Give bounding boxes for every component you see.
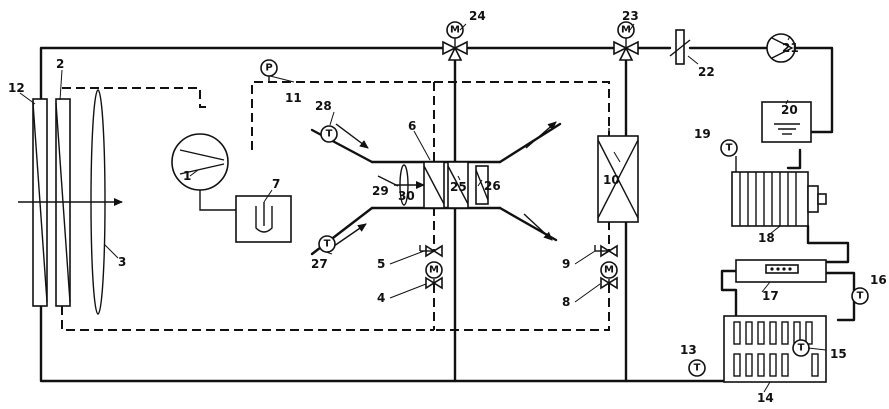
temperature-sensor-16: T <box>851 287 869 305</box>
coolant-loop <box>39 46 856 383</box>
motorized-valve-8: M <box>600 261 618 290</box>
temperature-sensor-27: T <box>318 235 336 253</box>
blower <box>394 164 425 206</box>
label-20: 20 <box>781 103 798 117</box>
motor-symbol-23: M <box>621 25 631 36</box>
label-19: 19 <box>694 127 711 141</box>
label-12: 12 <box>8 81 25 95</box>
controller <box>735 259 827 283</box>
leader-lines <box>19 23 827 393</box>
component-labels: 12 2 3 1 7 11 28 6 29 30 25 26 27 5 4 9 … <box>8 9 887 405</box>
temperature-sensor-28: T <box>320 125 338 143</box>
label-10: 10 <box>603 173 620 187</box>
label-23: 23 <box>622 9 639 23</box>
temperature-symbol-13: T <box>694 363 701 374</box>
label-22: 22 <box>698 65 715 79</box>
label-13: 13 <box>680 343 697 357</box>
label-16: 16 <box>870 273 887 287</box>
motor-symbol-24: M <box>450 25 460 36</box>
motor-symbol-4: M <box>429 265 439 276</box>
label-26: 26 <box>484 179 501 193</box>
label-9: 9 <box>562 257 570 271</box>
label-25: 25 <box>450 180 467 194</box>
three-way-valve-24: M <box>442 21 468 61</box>
valve-5 <box>419 244 443 258</box>
pump <box>766 33 796 63</box>
label-4: 4 <box>377 291 385 305</box>
fan <box>18 89 123 315</box>
label-30: 30 <box>398 189 415 203</box>
temperature-symbol-19: T <box>726 143 733 154</box>
valve-9 <box>594 244 618 258</box>
compressor <box>171 133 229 191</box>
temperature-sensor-13: T <box>688 359 706 377</box>
label-28: 28 <box>315 99 332 113</box>
label-29: 29 <box>372 184 389 198</box>
accumulator <box>235 195 292 243</box>
pressure-sensor: P <box>260 59 278 82</box>
motor-symbol-8: M <box>604 265 614 276</box>
temperature-symbol-27: T <box>324 239 331 250</box>
chiller <box>597 128 639 223</box>
label-15: 15 <box>830 347 847 361</box>
temperature-symbol-28: T <box>326 129 333 140</box>
temperature-sensor-15: T <box>792 339 810 357</box>
label-1: 1 <box>183 169 191 183</box>
label-3: 3 <box>118 255 126 269</box>
label-21: 21 <box>782 41 799 55</box>
pressure-symbol: P <box>265 63 272 74</box>
suction-line <box>199 183 236 211</box>
label-24: 24 <box>469 9 486 23</box>
label-7: 7 <box>272 177 280 191</box>
label-14: 14 <box>757 391 774 405</box>
label-17: 17 <box>762 289 779 303</box>
temperature-symbol-15: T <box>798 343 805 354</box>
temperature-symbol-16: T <box>857 291 864 302</box>
valve-22 <box>669 29 691 65</box>
evaporator <box>423 161 445 209</box>
label-2: 2 <box>56 57 64 71</box>
ptc-heater <box>475 165 489 205</box>
motor <box>731 171 827 227</box>
label-6: 6 <box>408 119 416 133</box>
temperature-sensor-19: T <box>720 139 738 172</box>
label-8: 8 <box>562 295 570 309</box>
three-way-valve-23: M <box>613 21 639 61</box>
label-27: 27 <box>311 257 328 271</box>
heater-core <box>447 161 469 209</box>
refrigerant-loop <box>61 81 610 331</box>
motorized-valve-4: M <box>425 261 443 290</box>
battery-pack <box>723 315 827 383</box>
expansion-tank <box>761 101 812 143</box>
label-5: 5 <box>377 257 385 271</box>
label-18: 18 <box>758 231 775 245</box>
label-11: 11 <box>285 91 302 105</box>
